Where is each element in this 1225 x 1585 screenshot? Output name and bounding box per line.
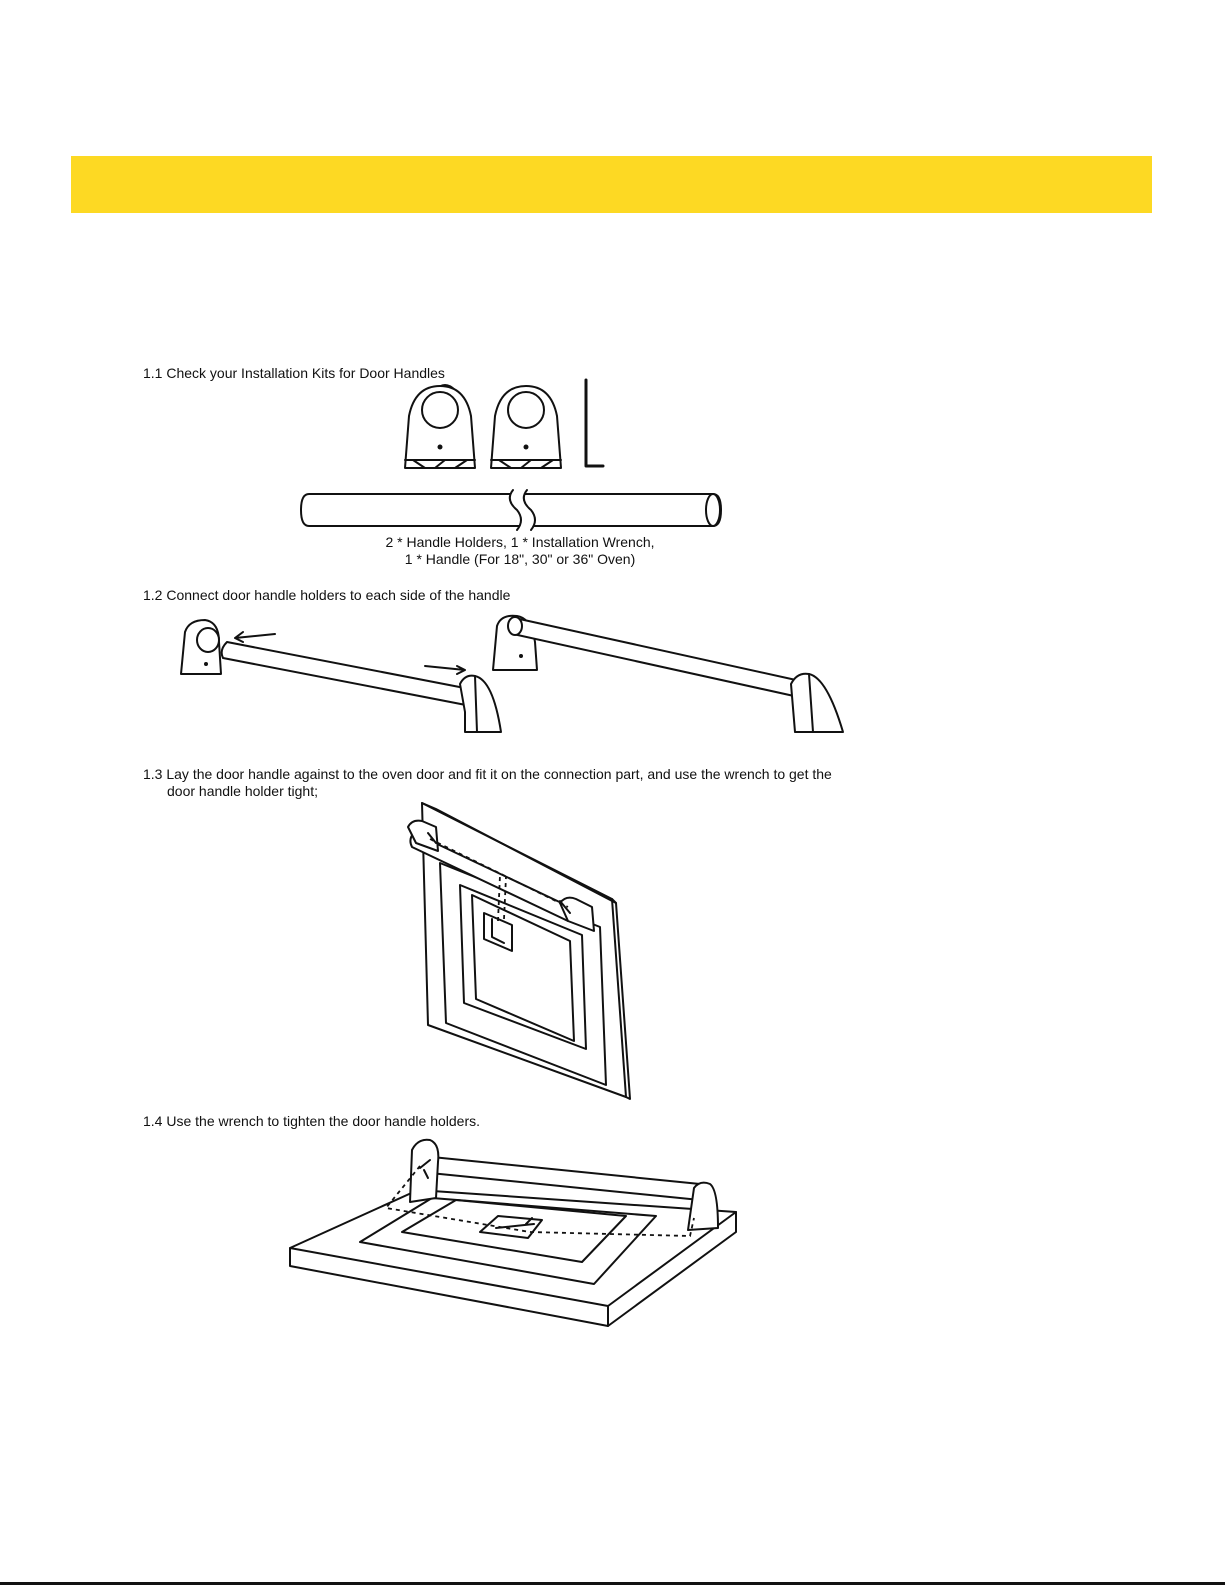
step-1-3-line-1: 1.3 Lay the door handle against to the o…	[143, 766, 832, 782]
step-1-3-line-2: door handle holder tight;	[167, 783, 318, 799]
oven-door-flat-illustration	[290, 1136, 745, 1331]
handle-bar-icon	[301, 490, 721, 530]
step-1-4-text: 1.4 Use the wrench to tighten the door h…	[143, 1113, 480, 1129]
step-1-3-text: 1.3 Lay the door handle against to the o…	[143, 766, 832, 800]
step-1-1-text: 1.1 Check your Installation Kits for Doo…	[143, 365, 445, 381]
separated-assembly	[181, 620, 501, 732]
handle-holder-icon	[491, 386, 561, 468]
kit-caption-line-1: 2 * Handle Holders, 1 * Installation Wre…	[385, 534, 655, 550]
handle-holder-icon	[405, 385, 475, 468]
assembled-handle	[493, 616, 843, 732]
step-1-2-text: 1.2 Connect door handle holders to each …	[143, 587, 511, 603]
oven-door-upright-illustration	[400, 803, 635, 1103]
installation-wrench-icon	[586, 380, 603, 466]
header-banner	[71, 156, 1152, 213]
kit-caption-line-2: 1 * Handle (For 18", 30" or 36" Oven)	[404, 551, 636, 567]
connect-holders-illustration	[175, 612, 855, 737]
bottom-rule	[0, 1582, 1225, 1585]
kit-caption: 2 * Handle Holders, 1 * Installation Wre…	[300, 534, 740, 568]
kit-parts-illustration	[295, 380, 735, 530]
